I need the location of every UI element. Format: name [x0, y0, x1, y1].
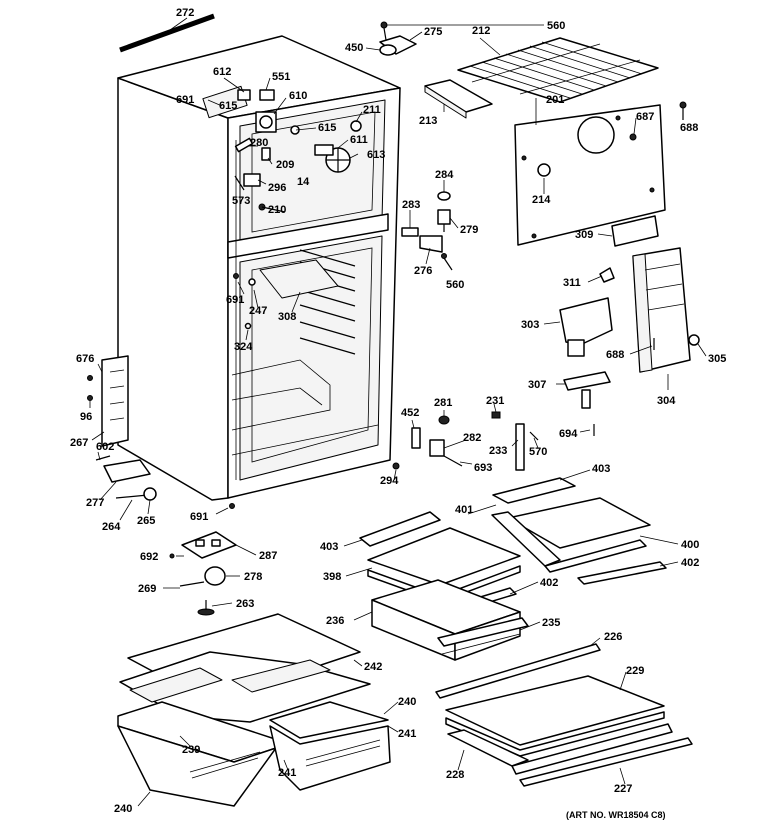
part-label: 450 [345, 42, 363, 54]
part-label: 213 [419, 115, 437, 127]
part-label: 279 [460, 224, 478, 236]
part-label: 276 [414, 265, 432, 277]
part-label: 96 [80, 411, 92, 423]
part-label: 240 [114, 803, 132, 815]
part-label: 573 [232, 195, 250, 207]
part-label: 324 [234, 341, 253, 353]
part-label: 272 [176, 7, 194, 19]
glass-shelves [359, 477, 667, 615]
art-number-caption: (ART NO. WR18504 C8) [566, 810, 666, 820]
part-label: 304 [657, 395, 676, 407]
evaporator-cover [514, 104, 666, 246]
part-label: 560 [446, 279, 464, 291]
part-label: 402 [681, 557, 699, 569]
part-label: 613 [367, 149, 385, 161]
part-label: 211 [363, 104, 381, 116]
freezer-wire-shelf [457, 37, 659, 103]
part-label: 615 [219, 100, 237, 112]
part-label: 281 [434, 397, 452, 409]
part-label: 241 [278, 767, 296, 779]
leader-lines [89, 17, 707, 807]
part-label: 615 [318, 122, 336, 134]
part-label: 265 [137, 515, 155, 527]
freezer-components [202, 21, 687, 247]
part-label: 236 [326, 615, 344, 627]
part-label: 210 [268, 204, 286, 216]
part-label: 400 [681, 539, 699, 551]
part-label: 235 [542, 617, 560, 629]
part-label: 560 [547, 20, 565, 32]
part-label: 14 [297, 176, 310, 188]
part-label: 264 [102, 521, 121, 533]
left-lower-parts [87, 259, 400, 509]
part-label: 275 [424, 26, 442, 38]
part-label: 201 [546, 94, 564, 106]
part-label: 403 [320, 541, 338, 553]
air-duct-assembly [559, 247, 700, 436]
part-label: 452 [401, 407, 419, 419]
part-label: 676 [76, 353, 94, 365]
part-label: 691 [190, 511, 208, 523]
part-label: 403 [592, 463, 610, 475]
part-label: 226 [604, 631, 622, 643]
part-label: 691 [226, 294, 244, 306]
part-label: 602 [96, 441, 114, 453]
bottom-parts [169, 531, 237, 616]
part-label: 228 [446, 769, 464, 781]
part-label: 280 [250, 137, 268, 149]
part-label: 284 [435, 169, 454, 181]
part-label: 294 [380, 475, 399, 487]
part-label: 214 [532, 194, 551, 206]
part-label: 239 [182, 744, 200, 756]
meat-drawer [371, 579, 529, 661]
part-label: 610 [289, 90, 307, 102]
part-label: 612 [213, 66, 231, 78]
part-number-labels: 272 560 275 450 212 612 551 691 615 610 … [70, 7, 726, 815]
part-label: 305 [708, 353, 726, 365]
refrigerator-cabinet [117, 13, 401, 501]
part-label: 283 [402, 199, 420, 211]
part-label: 688 [680, 122, 698, 134]
part-label: 402 [540, 577, 558, 589]
lower-glass-shelf [435, 643, 693, 787]
part-label: 398 [323, 571, 341, 583]
part-label: 688 [606, 349, 624, 361]
part-label: 692 [140, 551, 158, 563]
part-label: 209 [276, 159, 294, 171]
part-label: 401 [455, 504, 473, 516]
part-label: 611 [350, 134, 368, 146]
part-label: 263 [236, 598, 254, 610]
part-label: 309 [575, 229, 593, 241]
part-label: 267 [70, 437, 88, 449]
part-label: 308 [278, 311, 296, 323]
part-label: 227 [614, 783, 632, 795]
part-label: 277 [86, 497, 104, 509]
part-label: 269 [138, 583, 156, 595]
part-label: 247 [249, 305, 267, 317]
part-label: 241 [398, 728, 416, 740]
part-label: 296 [268, 182, 286, 194]
part-label: 303 [521, 319, 539, 331]
part-label: 233 [489, 445, 507, 457]
crisper-assembly [117, 613, 391, 807]
part-label: 229 [626, 665, 644, 677]
part-label: 687 [636, 111, 654, 123]
part-label: 551 [272, 71, 290, 83]
part-label: 231 [486, 395, 504, 407]
part-label: 240 [398, 696, 416, 708]
part-label: 694 [559, 428, 578, 440]
part-label: 278 [244, 571, 262, 583]
part-label: 307 [528, 379, 546, 391]
part-label: 287 [259, 550, 277, 562]
part-label: 691 [176, 94, 194, 106]
part-label: 570 [529, 446, 547, 458]
part-label: 311 [563, 277, 581, 289]
part-label: 242 [364, 661, 382, 673]
middle-small-parts [401, 191, 539, 471]
part-label: 693 [474, 462, 492, 474]
part-label: 282 [463, 432, 481, 444]
part-label: 212 [472, 25, 490, 37]
